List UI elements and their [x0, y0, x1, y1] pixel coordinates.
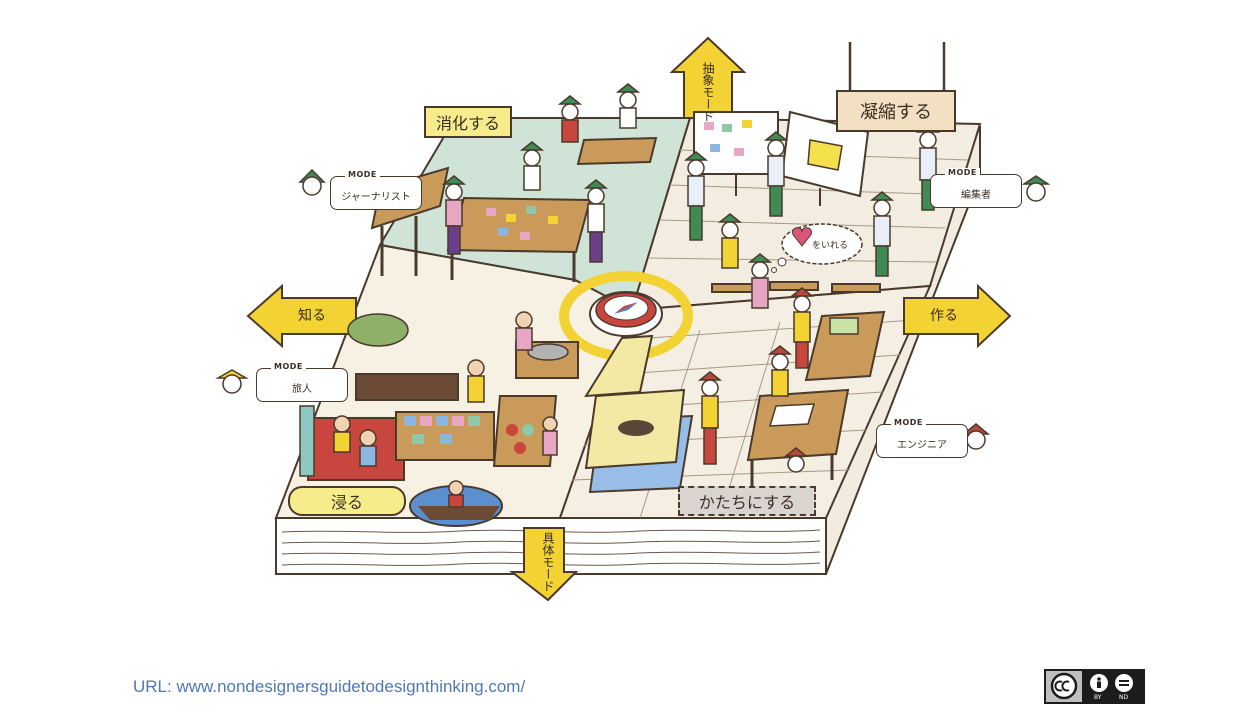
make-arrow-label: 作る — [930, 308, 958, 324]
hanging-sign-ropes — [848, 42, 946, 90]
person — [783, 447, 809, 473]
person — [448, 480, 464, 508]
person — [683, 151, 709, 241]
cc-icon — [1050, 672, 1078, 700]
shape-zone-sign: かたちにする — [678, 486, 816, 516]
engineer-mode-name: エンジニア — [897, 440, 947, 451]
creative-commons-license-badge: BY ND — [1044, 669, 1145, 704]
person — [869, 191, 895, 277]
compass-icon — [559, 271, 693, 361]
person — [515, 311, 533, 351]
person — [519, 141, 545, 191]
engineer-mode-card: MODE エンジニア — [876, 418, 968, 458]
person — [767, 345, 793, 397]
person — [615, 83, 641, 129]
person — [583, 179, 609, 263]
person — [747, 253, 773, 309]
person — [763, 131, 789, 217]
concrete-arrow-label: 具体モード — [541, 532, 555, 592]
abstract-arrow — [669, 36, 747, 119]
thought-bubble-text: をいれる — [812, 241, 849, 251]
person — [717, 213, 743, 269]
mode-word: MODE — [945, 168, 980, 177]
thought-bubble — [771, 223, 863, 273]
mode-word: MODE — [271, 362, 306, 371]
journalist-avatar-icon — [298, 168, 326, 196]
journalist-mode-name: ジャーナリスト — [341, 192, 411, 203]
condense-whiteboards — [693, 110, 870, 206]
digest-zone-sign: 消化する — [424, 106, 512, 138]
immerse-zone-sign: 浸る — [288, 486, 406, 516]
person — [557, 95, 583, 143]
person — [789, 287, 815, 369]
condense-benches — [711, 281, 881, 293]
people-figures — [333, 83, 941, 508]
source-url[interactable]: URL: www.nondesignersguidetodesignthinki… — [133, 677, 526, 696]
cc-icon-panel — [1046, 671, 1082, 702]
mode-icons — [215, 168, 1051, 450]
immerse-market — [299, 313, 579, 527]
concrete-arrow — [509, 527, 579, 602]
editor-avatar-icon — [1021, 175, 1051, 202]
person — [359, 429, 377, 467]
immerse-zone-label: 浸る — [330, 493, 363, 512]
mode-word: MODE — [345, 170, 380, 179]
person — [697, 371, 723, 465]
traveler-avatar-icon — [215, 369, 249, 394]
cc-terms-icons — [1090, 674, 1133, 692]
traveler-mode-card: MODE 旅人 — [256, 362, 348, 402]
editor-mode-card: MODE 編集者 — [930, 168, 1022, 208]
editor-mode-name: 編集者 — [961, 190, 991, 201]
shape-zone-label: かたちにする — [698, 493, 796, 512]
cc-by-label: BY — [1094, 694, 1102, 701]
know-arrow — [246, 283, 357, 349]
abstract-arrow-label: 抽象モード — [701, 62, 715, 122]
condense-zone-sign: 凝縮する — [836, 90, 956, 132]
condense-zone-label: 凝縮する — [860, 102, 932, 123]
shape-area-objects — [584, 310, 886, 494]
make-arrow — [903, 283, 1012, 349]
digest-zone-label: 消化する — [435, 114, 500, 133]
traveler-mode-name: 旅人 — [292, 384, 312, 395]
person — [542, 416, 558, 456]
cc-nd-label: ND — [1119, 694, 1129, 701]
journalist-mode-card: MODE ジャーナリスト — [330, 170, 422, 210]
mode-word: MODE — [891, 418, 926, 427]
person — [467, 359, 485, 403]
person — [441, 175, 467, 255]
cc-terms-panel: BY ND — [1082, 671, 1143, 702]
know-arrow-label: 知る — [298, 308, 326, 324]
person — [333, 415, 351, 453]
